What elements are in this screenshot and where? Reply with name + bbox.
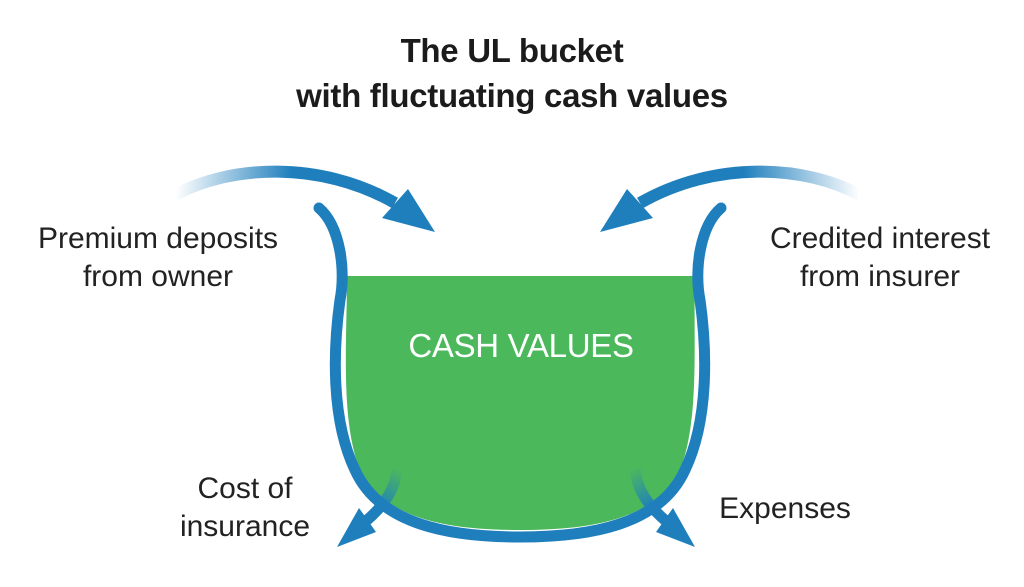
interest-inflow-arrow — [600, 165, 863, 232]
diagram-title-line-2: with fluctuating cash values — [296, 77, 728, 114]
bucket-outline — [313, 202, 727, 543]
expenses-label: Expenses — [700, 490, 870, 528]
credited-interest-label-line-1: Credited interest — [769, 222, 991, 255]
cost-of-insurance-label: Cost of insurance — [160, 470, 330, 546]
diagram-title-line-1: The UL bucket — [400, 32, 624, 69]
premium-inflow-arrow — [172, 165, 435, 232]
premium-deposits-label: Premium deposits from owner — [14, 220, 302, 296]
cash-values-fill — [345, 276, 695, 530]
credited-interest-label: Credited interest from insurer — [745, 220, 1015, 296]
premium-deposits-label-line-2: from owner — [82, 260, 234, 293]
cost-of-insurance-outflow-arrow — [337, 467, 403, 547]
cost-of-insurance-label-line-1: Cost of — [197, 472, 293, 505]
expenses-outflow-arrow — [629, 467, 695, 547]
expenses-label-line-1: Expenses — [719, 492, 851, 525]
credited-interest-label-line-2: from insurer — [799, 260, 961, 293]
premium-deposits-label-line-1: Premium deposits — [37, 222, 279, 255]
cost-of-insurance-label-line-2: insurance — [179, 510, 311, 543]
cash-values-label: CASH VALUES — [408, 327, 634, 364]
